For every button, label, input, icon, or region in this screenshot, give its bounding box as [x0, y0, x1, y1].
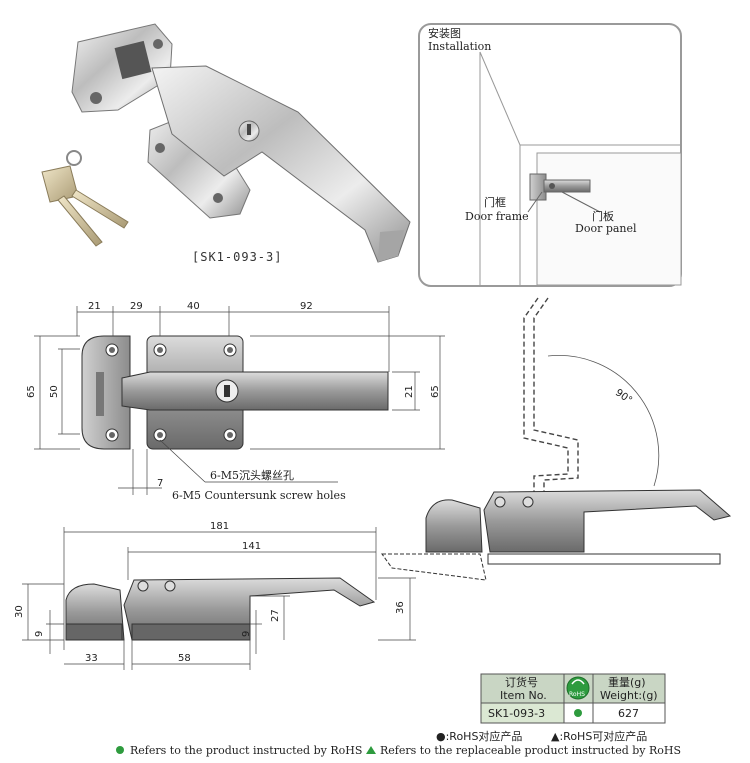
product-photo: [SK1-093-3] [41, 23, 411, 264]
door-panel-label-cn: 门板 [592, 209, 614, 223]
replace-legend-triangle-icon [366, 746, 376, 754]
dim-27: 27 [270, 609, 281, 622]
side-view-drawing [22, 527, 416, 670]
door-frame-label-en: Door frame [465, 210, 529, 223]
dim-181: 181 [210, 521, 229, 532]
dim-7: 7 [157, 478, 163, 489]
installation-title-en: Installation [428, 40, 491, 53]
legend-replace-long: Refers to the replaceable product instru… [380, 744, 681, 757]
dim-9-left: 9 [34, 631, 45, 637]
product-code-label: [SK1-093-3] [192, 250, 282, 264]
installation-panel [418, 23, 682, 287]
dim-9-right: 9 [241, 631, 252, 637]
door-panel-label-en: Door panel [575, 222, 637, 235]
dim-58: 58 [178, 653, 191, 664]
table-row-weight: 627 [618, 707, 639, 720]
installation-title-cn: 安装图 [428, 26, 461, 40]
table-header-item-en: Item No. [500, 689, 547, 702]
legend-replace-short: ▲:RoHS可对应产品 [551, 729, 647, 743]
table-header-weight-en: Weight:(g) [600, 689, 658, 702]
dim-36: 36 [395, 601, 406, 614]
holes-label-cn: 6-M5沉头螺丝孔 [210, 469, 294, 482]
dim-33: 33 [85, 653, 98, 664]
table-header-weight-cn: 重量(g) [608, 675, 646, 689]
dim-29: 29 [130, 301, 143, 312]
order-table: RoHS [480, 673, 666, 724]
dim-40: 40 [187, 301, 200, 312]
rohs-legend-dot-icon [116, 746, 124, 754]
angle-label: 90° [613, 387, 634, 406]
key-icon [41, 150, 129, 247]
dim-21-right: 21 [404, 385, 415, 398]
legend-rohs-short: ●:RoHS对应产品 [436, 729, 522, 743]
dim-21-top: 21 [88, 301, 101, 312]
table-row-item: SK1-093-3 [488, 707, 545, 720]
swing-view-drawing [381, 297, 732, 581]
top-view-drawing [34, 306, 445, 495]
table-header-item-cn: 订货号 [505, 675, 538, 689]
dim-65-right: 65 [430, 385, 441, 398]
rohs-dot-icon [574, 709, 582, 717]
dim-50: 50 [49, 385, 60, 398]
legend-rohs-long: Refers to the product instructed by RoHS [130, 744, 362, 757]
rohs-badge-icon: RoHS [566, 676, 590, 700]
dim-65-left: 65 [26, 385, 37, 398]
holes-label-en: 6-M5 Countersunk screw holes [172, 489, 346, 502]
dim-30: 30 [14, 605, 25, 618]
dim-92: 92 [300, 301, 313, 312]
door-frame-label-cn: 门框 [484, 195, 506, 209]
rohs-badge-text: RoHS [569, 691, 585, 698]
dim-141: 141 [242, 541, 261, 552]
